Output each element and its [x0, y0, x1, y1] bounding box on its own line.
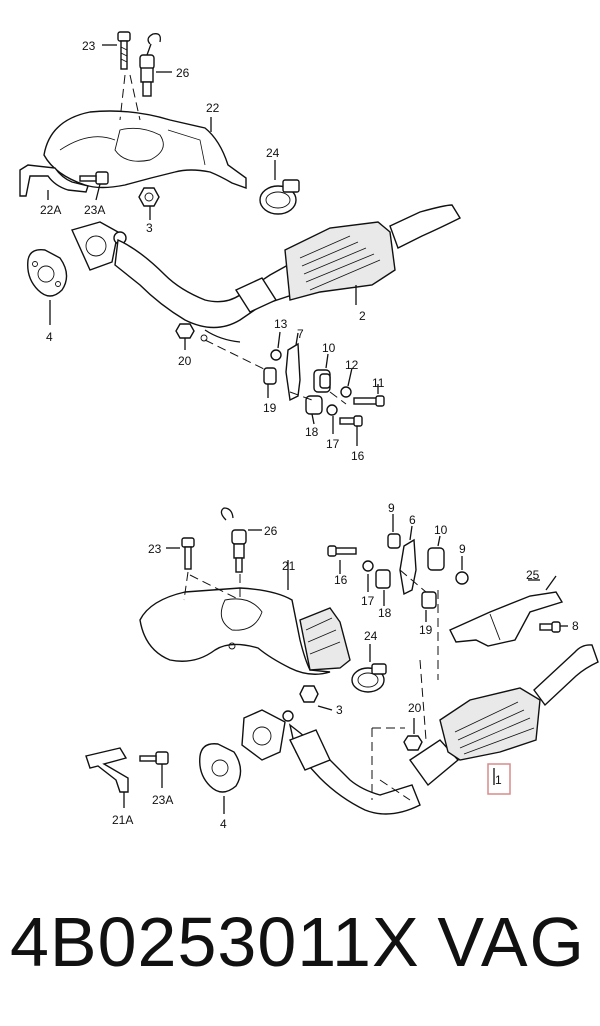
callout-20-lower: 20: [408, 701, 422, 715]
callout-26-lower: 26: [264, 524, 278, 538]
callout-23-upper: 23: [82, 39, 96, 53]
oxygen-sensor-26-upper: [139, 33, 172, 97]
bolt-23a-upper: [79, 171, 109, 201]
callout-17-lower: 17: [361, 594, 375, 608]
lower-assembly: 9 6 10 9 23 26 21 16 25 17 18 8 19 24 3 …: [85, 501, 599, 831]
gasket-4-lower: [199, 743, 242, 814]
bracket-21a: [85, 747, 129, 808]
callout-10-lower: 10: [434, 523, 448, 537]
callout-19-lower: 19: [419, 623, 433, 637]
bolt-23-lower: [166, 537, 195, 570]
callout-19-upper: 19: [263, 401, 277, 415]
part-number: 4B0253011X: [10, 903, 420, 981]
callout-3-upper: 3: [146, 221, 153, 235]
callout-9-lower-a: 9: [388, 501, 395, 515]
callout-8-lower: 8: [572, 619, 579, 633]
callout-22a-upper: 22A: [40, 203, 61, 217]
callout-7-upper: 7: [297, 327, 304, 341]
callout-20-upper: 20: [178, 354, 192, 368]
nut-3-lower: [299, 685, 333, 711]
bolt-8-lower: [539, 621, 568, 633]
callout-23a-lower: 23A: [152, 793, 173, 807]
callout-23-lower: 23: [148, 542, 162, 556]
callout-21-lower: 21: [282, 559, 296, 573]
callout-12-upper: 12: [345, 358, 359, 372]
bracket-25: [449, 575, 564, 647]
heat-shield-21: [139, 560, 331, 675]
callout-3-lower: 3: [336, 703, 343, 717]
mount-hardware-upper: [263, 331, 385, 446]
callout-4-upper: 4: [46, 330, 53, 344]
callout-16-upper: 16: [351, 449, 365, 463]
callout-21a-lower: 21A: [112, 813, 133, 827]
callout-17-upper: 17: [326, 437, 340, 451]
catalytic-converter-2: [71, 204, 461, 343]
callout-4-lower: 4: [220, 817, 227, 831]
gasket-4-upper: [27, 249, 68, 325]
clamp-24-lower: [351, 644, 387, 693]
callout-6-lower: 6: [409, 513, 416, 527]
bolt-23a-lower: [139, 751, 169, 788]
highlight-box-1: [487, 763, 511, 795]
clamp-24-upper: [259, 160, 300, 215]
callout-13-upper: 13: [274, 317, 288, 331]
exhaust-parts-diagram: 23 26 22 24 22A 23A 3 2 4 13 7 20 10 12 …: [19, 31, 599, 831]
callout-9-lower-b: 9: [459, 542, 466, 556]
heat-shield-22-upper: [43, 110, 247, 189]
catalytic-converter-1: [241, 644, 599, 815]
nut-3-upper: [138, 187, 160, 220]
bolt-23-upper: [102, 31, 131, 70]
nut-20-lower: [403, 718, 423, 751]
callout-11-upper: 11: [372, 376, 385, 390]
bracket-22a-upper: [19, 164, 89, 200]
callout-10-upper: 10: [322, 341, 336, 355]
callout-25-lower: 25: [526, 568, 540, 582]
callout-18-lower: 18: [378, 606, 392, 620]
callout-23a-upper: 23A: [84, 203, 105, 217]
callout-2-upper: 2: [359, 309, 366, 323]
brand-label: VAG: [437, 903, 586, 981]
callout-26-upper: 26: [176, 66, 190, 80]
oxygen-sensor-26-lower: [220, 507, 262, 573]
callout-22-upper: 22: [206, 101, 220, 115]
callout-24-upper: 24: [266, 146, 280, 160]
mount-hardware-lower: [327, 514, 469, 680]
callout-16-lower: 16: [334, 573, 348, 587]
callout-24-lower: 24: [364, 629, 378, 643]
callout-1-highlighted: 1: [495, 773, 502, 787]
footer: 4B0253011X VAG: [0, 892, 600, 992]
nut-20-upper: [175, 323, 208, 350]
callout-18-upper: 18: [305, 425, 319, 439]
upper-assembly: 23 26 22 24 22A 23A 3 2 4 13 7 20 10 12 …: [19, 31, 461, 463]
